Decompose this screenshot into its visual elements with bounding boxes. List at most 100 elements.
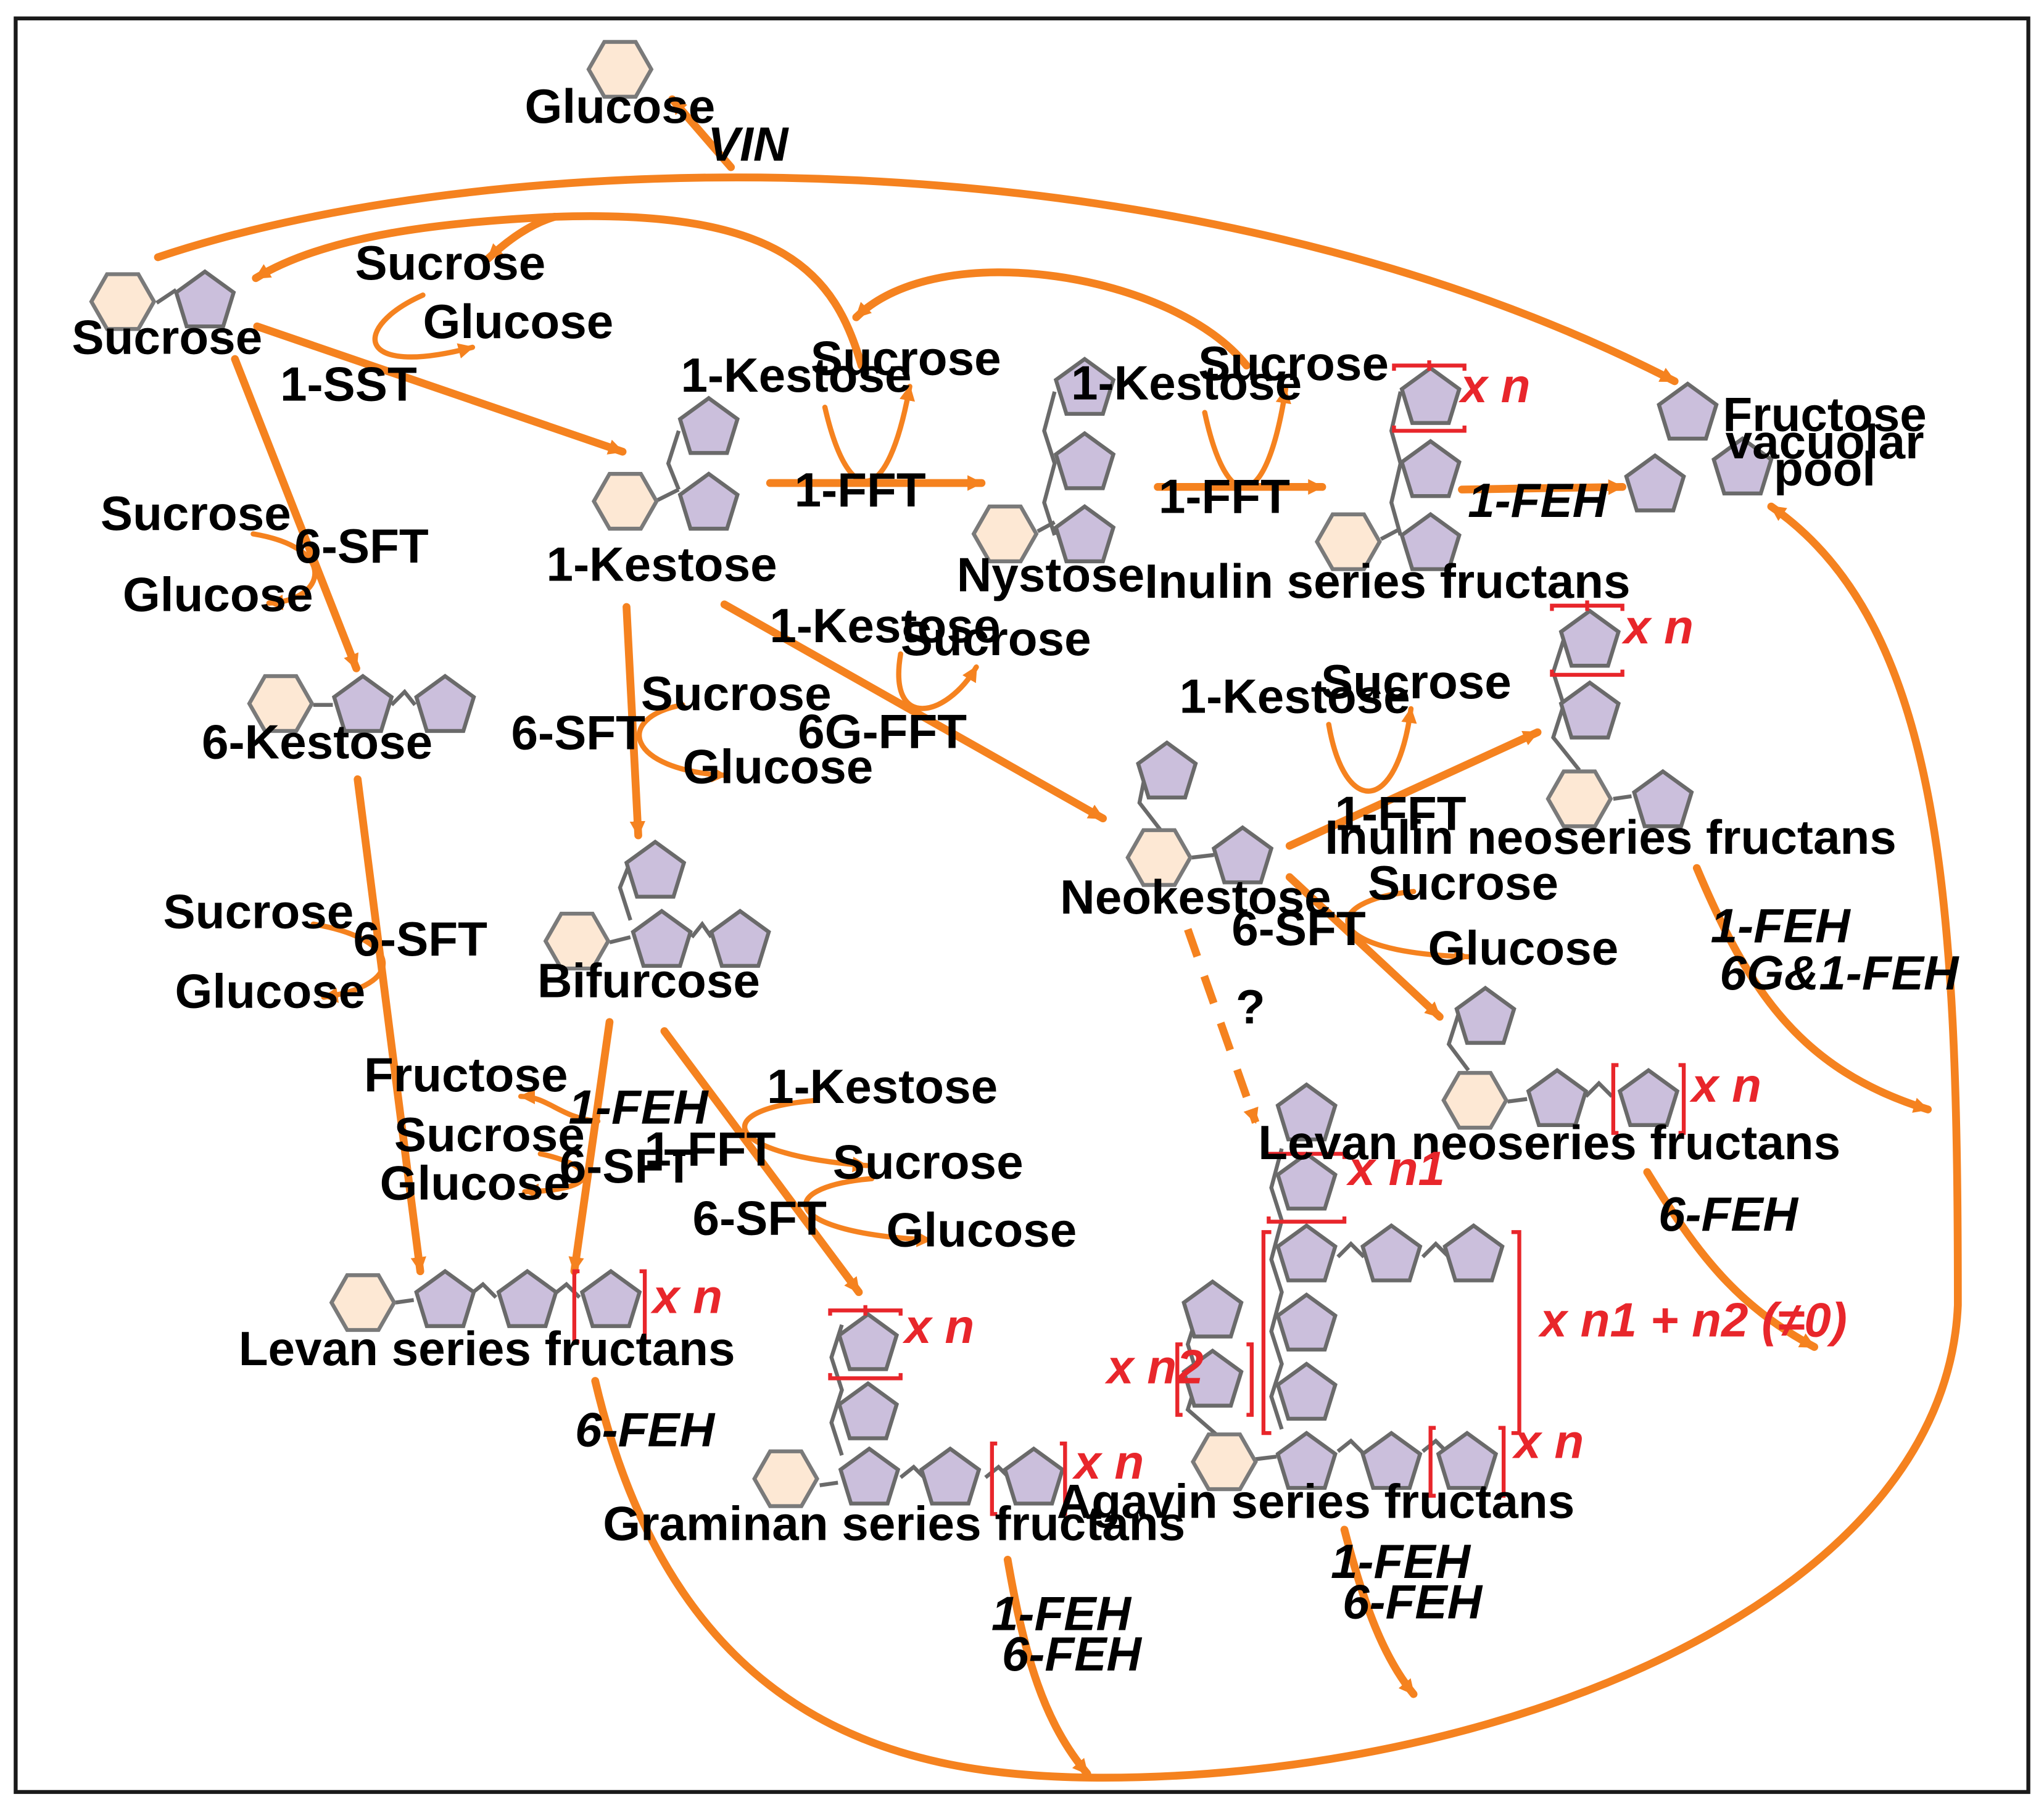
enzyme-6feh-agavin: 6-FEH xyxy=(1343,1575,1483,1629)
enzyme-vin: VIN xyxy=(708,117,789,171)
mult-graminan-top: x n xyxy=(902,1299,974,1353)
fft-gram-curve xyxy=(742,1097,869,1173)
label-sucrose-6k: Sucrose xyxy=(101,486,291,540)
neokestose-fru2 xyxy=(1138,743,1196,798)
mult-levan-neo: x n xyxy=(1689,1058,1761,1112)
agavin-fru-d3 xyxy=(1445,1226,1502,1281)
mult-agavin-n1: x n1 xyxy=(1346,1141,1445,1196)
agavin-fru-c2 xyxy=(1278,1295,1335,1350)
inulinneo-pool-arrow xyxy=(1692,864,1932,1113)
sft-bif-curve xyxy=(637,702,729,783)
enzyme-1feh-gram: 1-FEH xyxy=(991,1587,1132,1641)
enzyme-6g1feh-neo: 6G&1-FEH xyxy=(1719,946,1959,1000)
graminan-fru5 xyxy=(839,1315,896,1369)
inulinneo-fru2 xyxy=(1561,683,1618,738)
agavin-fru-c3 xyxy=(1278,1226,1335,1281)
label-sucrose-a: Sucrose xyxy=(811,331,1001,385)
enzyme-6sft-bif: 6-SFT xyxy=(560,1139,693,1193)
levanneo-pool-arrow xyxy=(1643,1168,1819,1351)
label-glucose-lev: Glucose xyxy=(175,964,366,1018)
mult-agavin-n2: x n2 xyxy=(1104,1340,1204,1394)
enzyme-6sft-b: 6-SFT xyxy=(511,706,645,760)
levan-fru1 xyxy=(416,1271,474,1326)
label-graminan: Graminan series fructans xyxy=(603,1497,1185,1551)
fft-neo-curve xyxy=(1326,706,1417,794)
recycle-down-arrow xyxy=(484,213,559,263)
label-sucrose-recycle: Sucrose xyxy=(355,236,545,290)
label-kestose1-a: 1-Kestose xyxy=(681,348,911,402)
neokestose-agavin-dashed-arrow xyxy=(1184,928,1260,1125)
mult-agavin-n1n2: x n1 + n2 (≠0) xyxy=(1537,1293,1847,1347)
label-kestose1-b: 1-Kestose xyxy=(1071,356,1302,410)
label-kestose1-neo: 1-Kestose xyxy=(1180,669,1410,723)
enzyme-6sft-lev: 6-SFT xyxy=(354,912,487,966)
label-inulin: Inulin series fructans xyxy=(1144,554,1630,608)
enzyme-6sft-gram: 6-SFT xyxy=(693,1191,827,1245)
sft-lev-curve xyxy=(310,921,386,1003)
label-neokestose: Neokestose xyxy=(1060,870,1331,924)
sft-gram-curve xyxy=(803,1176,933,1247)
feh-bif-fructose-curve xyxy=(518,1088,601,1124)
fft-b-curve xyxy=(1202,386,1291,490)
mult-inulin: x n xyxy=(1458,358,1530,413)
enzyme-1feh-agavin: 1-FEH xyxy=(1331,1534,1471,1588)
enzyme-6sft-a: 6-SFT xyxy=(294,519,428,573)
label-kestose1: 1-Kestose xyxy=(547,537,777,592)
graminan-feh-arrow xyxy=(1003,1556,1091,1778)
enzyme-1fft-a: 1-FFT xyxy=(795,463,926,517)
label-kestose6: 6-Kestose xyxy=(202,714,432,769)
diagram-frame xyxy=(14,16,2030,1794)
inulin-fru2 xyxy=(1402,441,1459,496)
kestose-return-arrow xyxy=(550,212,866,370)
levan-fru2 xyxy=(499,1271,556,1326)
enzyme-6feh-gram: 6-FEH xyxy=(1002,1627,1143,1681)
levan-fru3 xyxy=(582,1271,640,1326)
mult-levan: x n xyxy=(650,1270,722,1324)
mult-graminan-side: x n xyxy=(1072,1435,1144,1489)
enzyme-1sst: 1-SST xyxy=(280,357,417,411)
agavin-fru-s2 xyxy=(1184,1282,1241,1337)
label-glucose-recycle: Glucose xyxy=(423,294,613,349)
label-glucose-bif: Glucose xyxy=(682,740,873,794)
6kestose-levan-arrow xyxy=(354,775,426,1276)
label-fructose-pool-3: pool xyxy=(1774,442,1876,496)
graminan-fru4 xyxy=(839,1384,896,1439)
enzyme-6gfft: 6G-FFT xyxy=(798,704,967,758)
big-return-arc xyxy=(591,502,1962,1782)
levanneo-fru3 xyxy=(1457,988,1514,1043)
label-bifurcose: Bifurcose xyxy=(537,954,760,1008)
nystose-return-arrow xyxy=(852,268,1251,370)
label-glucose-bif2: Glucose xyxy=(380,1155,571,1210)
neokestose-levanneo-arrow xyxy=(1285,873,1444,1021)
bifurcose-levan-arrow xyxy=(568,1018,614,1276)
enzyme-6sft-neo: 6-SFT xyxy=(1231,901,1365,956)
enzyme-1feh-neo: 1-FEH xyxy=(1711,899,1852,953)
graminan-fru2 xyxy=(922,1449,979,1504)
label-question: ? xyxy=(1236,980,1265,1034)
kestose1-glucose xyxy=(594,474,657,529)
label-agavin: Agavin series fructans xyxy=(1057,1474,1575,1529)
sst-to-kestose-arrow xyxy=(253,322,627,456)
pool-fructose-2 xyxy=(1626,456,1684,511)
6g-fft-curve xyxy=(896,651,979,711)
label-sucrose-bif: Sucrose xyxy=(641,666,832,721)
pool-fructose-1 xyxy=(1659,384,1716,439)
label-fructose-bif: Fructose xyxy=(364,1047,568,1102)
graminan-fru1 xyxy=(840,1449,898,1504)
molecule-structures xyxy=(91,42,1771,1516)
label-sucrose-lneo: Sucrose xyxy=(1368,856,1558,910)
label-sucrose-main: Sucrose xyxy=(72,310,262,365)
label-glucose-top: Glucose xyxy=(524,79,715,133)
label-nystose: Nystose xyxy=(957,548,1145,602)
label-glucose-lneo: Glucose xyxy=(1428,921,1618,975)
bifurcose-fru3 xyxy=(626,842,684,897)
vin-arc xyxy=(154,173,1679,386)
agavin-fru-d2 xyxy=(1363,1226,1420,1281)
label-levan-neo: Levan neoseries fructans xyxy=(1258,1115,1840,1170)
kestose-bifurcose-arrow xyxy=(623,603,646,840)
sft-6k-curve xyxy=(250,531,318,611)
enzyme-1fft-gram: 1-FFT xyxy=(644,1121,776,1176)
label-fructose-pool-2: vacuolar xyxy=(1726,415,1924,469)
kestose1-fru1 xyxy=(680,474,737,529)
enzyme-labels: VIN 1-SST 1-FFT 1-FFT 1-FEH 6-SFT 6-SFT … xyxy=(280,117,1959,1681)
